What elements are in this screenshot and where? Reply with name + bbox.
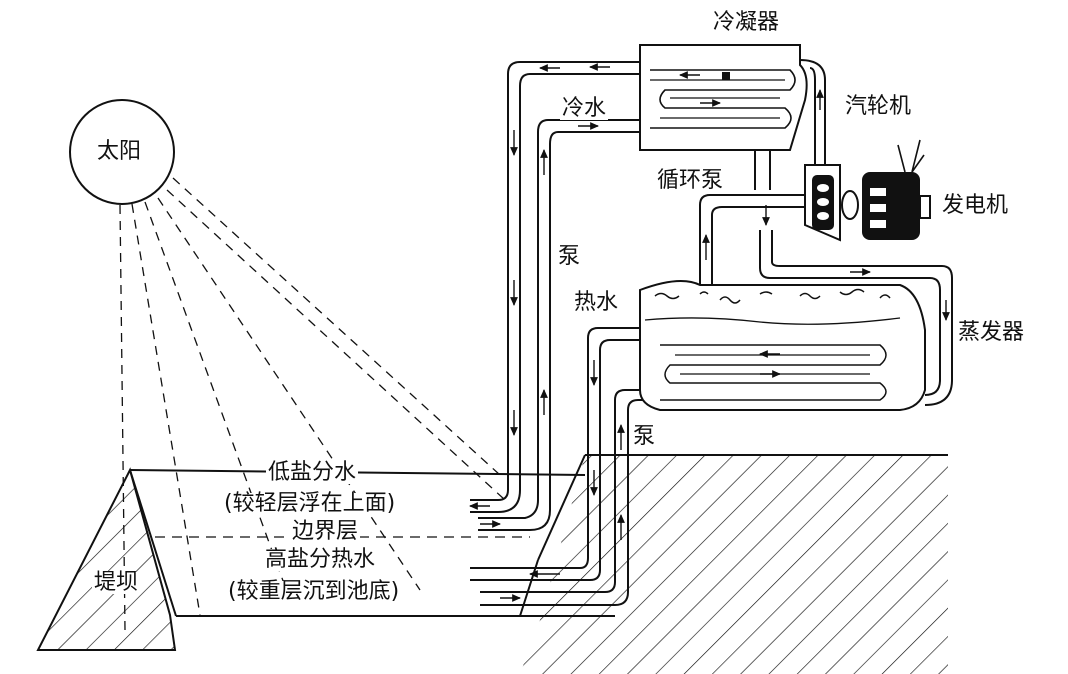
dam-label: 堤坝 — [92, 570, 141, 595]
circulation-pump-label: 循环泵 — [655, 168, 726, 193]
high-salt-note: (较重层沉到池底) — [226, 579, 402, 604]
low-salt-note: (较轻层浮在上面) — [222, 491, 398, 516]
turbine-label: 汽轮机 — [845, 94, 912, 119]
hot-water-pipe — [470, 327, 655, 606]
generator-label: 发电机 — [942, 193, 1009, 218]
upper-pump-label: 泵 — [558, 244, 581, 269]
condenser — [639, 44, 808, 151]
vapor-pipe — [699, 59, 953, 406]
high-salt-water-label: 高盐分热水 — [263, 547, 378, 572]
turbine — [804, 164, 841, 242]
low-salt-water-label: 低盐分水 — [266, 460, 359, 485]
cold-water-label: 冷水 — [560, 96, 609, 121]
generator — [841, 139, 931, 240]
boundary-layer-label: 边界层 — [290, 519, 361, 544]
condenser-label: 冷凝器 — [713, 10, 780, 35]
cold-water-pipe — [470, 61, 640, 531]
ground — [520, 454, 948, 674]
dam — [36, 467, 177, 651]
hot-water-label: 热水 — [572, 290, 621, 315]
lower-pump-label: 泵 — [633, 424, 656, 449]
sun — [69, 99, 175, 205]
sun-label: 太阳 — [97, 139, 142, 164]
evaporator — [639, 280, 926, 411]
evaporator-label: 蒸发器 — [958, 320, 1025, 345]
flow-arrows — [469, 63, 950, 602]
